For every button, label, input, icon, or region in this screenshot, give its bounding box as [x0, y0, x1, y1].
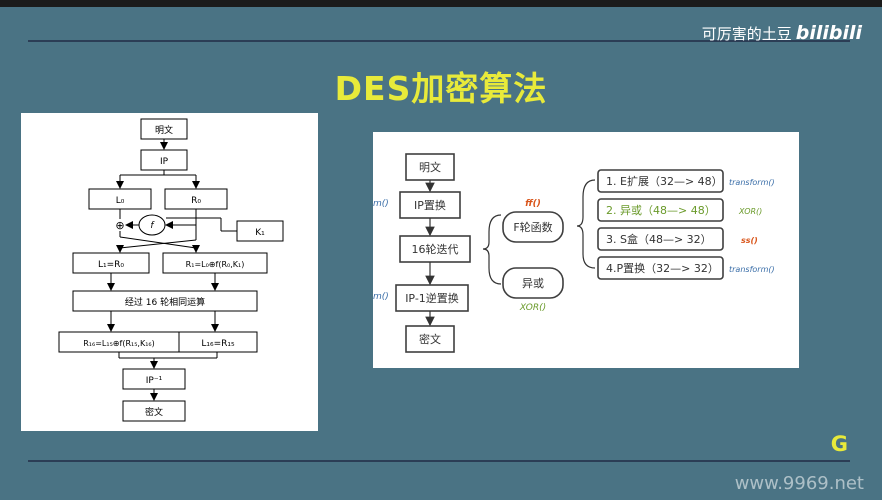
- step-1-code: transform(): [729, 178, 775, 187]
- k1-label: K₁: [255, 228, 265, 238]
- f-function-label: F轮函数: [513, 220, 552, 234]
- mm-plaintext-label: 明文: [419, 160, 441, 174]
- mm-ciphertext-label: 密文: [419, 332, 441, 346]
- step-2-code: XOR(): [738, 207, 762, 216]
- xor-symbol: ⊕: [115, 219, 124, 232]
- channel-name: 可厉害的土豆: [701, 25, 792, 43]
- mm-ip-label: IP置换: [414, 198, 446, 212]
- des-flowchart-svg: 明文 IP L₀ R₀ ⊕ f K₁ L₁=R₀ R₁=L₀⊕f(R₀,K₁) …: [58, 118, 284, 422]
- step-2-box: [597, 198, 724, 222]
- mm-ip-inverse-label: IP-1逆置换: [405, 291, 459, 305]
- l16-box: [178, 331, 258, 353]
- l1-label: L₁=R₀: [98, 260, 124, 270]
- bilibili-logo: bilibili: [795, 22, 862, 44]
- step-2-label: 2. 异或（48—> 48）: [606, 204, 716, 217]
- f-bracket: [482, 214, 502, 285]
- step-3-box: [597, 227, 724, 251]
- mm-ip-box: [399, 191, 461, 219]
- mm-rounds-box: [399, 235, 471, 263]
- ciphertext-label: 密文: [145, 406, 163, 418]
- step-4-code: transform(): [729, 265, 775, 274]
- corner-letter: G: [830, 432, 848, 456]
- mm-xor-box: [502, 267, 564, 299]
- plaintext-label: 明文: [155, 124, 173, 136]
- xor-code-label: XOR(): [519, 303, 546, 313]
- steps-layer: 1. E扩展（32—> 48） 2. 异或（48—> 48） 3. S盒（48—…: [606, 174, 775, 275]
- f-label: f: [150, 221, 155, 231]
- rounds-box: [72, 290, 258, 312]
- ip-label: IP: [160, 157, 169, 167]
- top-bar: [0, 0, 882, 7]
- right-mindmap-panel: 明文 IP置换 16轮迭代 IP-1逆置换 密文 F轮函数 异或 ff() XO…: [373, 132, 799, 368]
- step-4-box: [597, 256, 724, 280]
- l0-label: L₀: [116, 196, 125, 206]
- margin-code-2: m(): [373, 292, 389, 302]
- bottom-divider: [28, 460, 850, 462]
- ciphertext-box: [122, 400, 186, 422]
- step-1-box: [597, 169, 724, 193]
- des-mindmap-svg: 明文 IP置换 16轮迭代 IP-1逆置换 密文 F轮函数 异或 ff() XO…: [373, 153, 775, 353]
- f-function-box: [502, 211, 564, 243]
- mm-ciphertext-box: [405, 325, 455, 353]
- mm-rounds-label: 16轮迭代: [412, 242, 459, 256]
- f-code-label: ff(): [525, 199, 541, 209]
- site-watermark: www.9969.net: [734, 473, 864, 494]
- slide-title: DES加密算法: [334, 69, 548, 108]
- step-4-label: 4.P置换（32—> 32）: [606, 261, 719, 275]
- mm-plaintext-box: [405, 153, 455, 181]
- steps-bracket: [576, 179, 596, 269]
- mm-xor-label: 异或: [522, 277, 544, 290]
- ip-inverse-label: IP⁻¹: [146, 376, 163, 386]
- top-divider: [28, 40, 850, 42]
- r1-label: R₁=L₀⊕f(R₀,K₁): [186, 260, 245, 269]
- left-flowchart-panel: 明文 IP L₀ R₀ ⊕ f K₁ L₁=R₀ R₁=L₀⊕f(R₀,K₁) …: [21, 113, 318, 431]
- step-3-code: ss(): [741, 236, 758, 245]
- l16-label: L₁₆=R₁₅: [201, 339, 235, 349]
- rounds-label: 经过 16 轮相同运算: [125, 296, 205, 308]
- r0-label: R₀: [191, 196, 201, 206]
- mm-ip-inverse-box: [395, 284, 469, 312]
- step-3-label: 3. S盒（48—> 32）: [606, 232, 712, 246]
- margin-code-1: m(): [373, 199, 389, 209]
- step-1-label: 1. E扩展（32—> 48）: [606, 174, 723, 188]
- r16-label: R₁₆=L₁₅⊕f(R₁₅,K₁₆): [83, 339, 154, 348]
